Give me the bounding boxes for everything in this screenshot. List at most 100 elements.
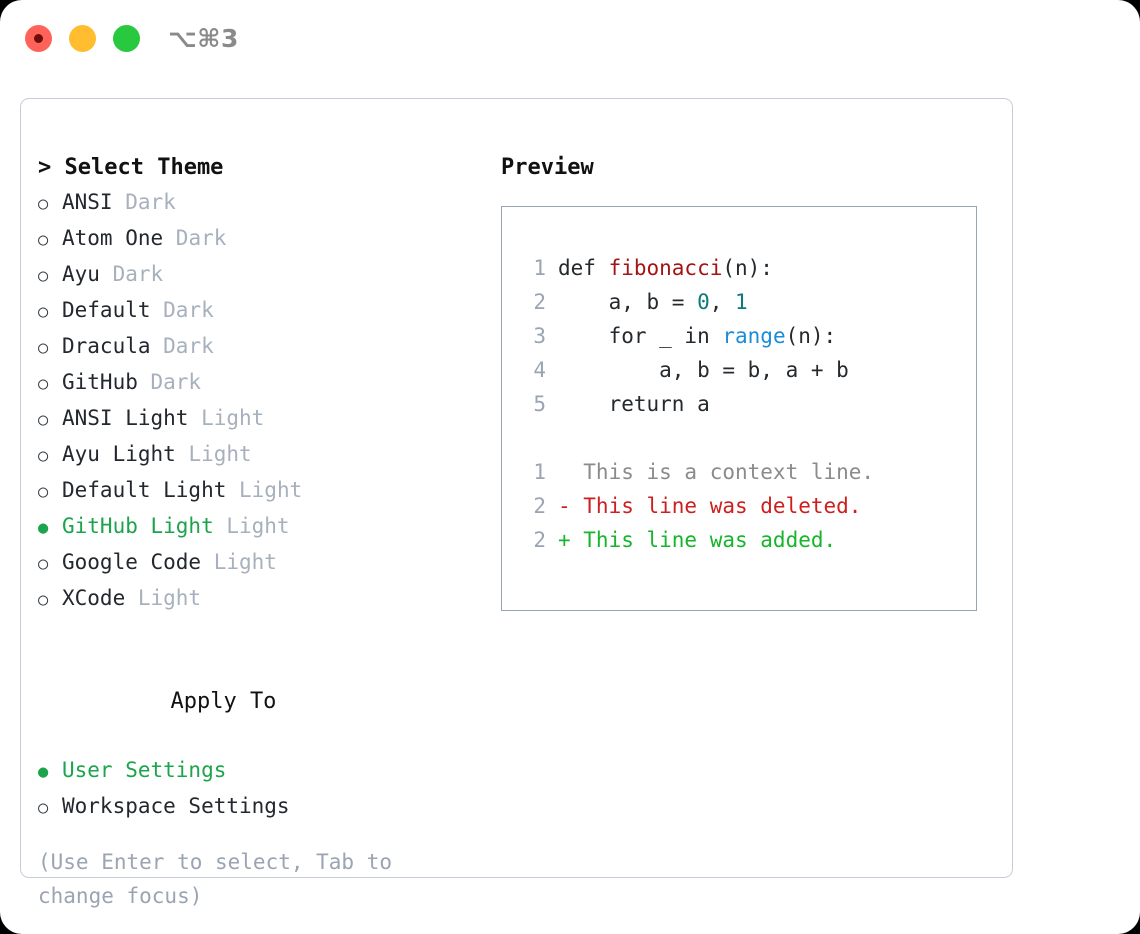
code-token-plain: (n): — [785, 324, 837, 348]
theme-option-name: Dracula — [62, 334, 151, 358]
theme-option-row[interactable]: ○ GitHub Dark — [38, 365, 488, 401]
diff-line: 2 - This line was deleted. — [522, 489, 976, 523]
theme-option-tag: Dark — [150, 334, 214, 358]
zoom-button[interactable] — [113, 25, 140, 52]
radio-selected-icon: ● — [38, 762, 49, 782]
apply-to-heading: Apply To — [38, 651, 488, 753]
line-number: 2 — [533, 494, 546, 518]
theme-option-name: Ayu — [62, 262, 100, 286]
theme-option-tag: Dark — [163, 226, 227, 250]
title-bar: ⌥⌘3 — [0, 0, 1140, 78]
theme-option-row[interactable]: ○ Default Light Light — [38, 473, 488, 509]
theme-option-tag: Dark — [112, 190, 176, 214]
diff-line-text-ctx: This is a context line. — [558, 460, 875, 484]
apply-to-label — [144, 689, 171, 714]
theme-option-name: Ayu Light — [62, 442, 176, 466]
apply-to-list: ● User Settings ○ Workspace Settings — [38, 753, 488, 825]
diff-sample: 1 This is a context line. 2 - This line wa… — [522, 455, 976, 557]
line-number: 2 — [533, 528, 546, 552]
apply-to-option-name: User Settings — [62, 758, 227, 782]
minimize-button[interactable] — [69, 25, 96, 52]
code-line: 1 def fibonacci(n): — [522, 251, 976, 285]
apply-to-option-row[interactable]: ● User Settings — [38, 753, 488, 789]
theme-option-tag: Dark — [99, 262, 164, 286]
line-number: 2 — [533, 290, 546, 314]
theme-option-tag: Light — [226, 478, 303, 502]
code-token-plain: a, b = — [558, 290, 698, 314]
theme-option-name: GitHub — [62, 370, 138, 394]
code-token-fn: fibonacci — [608, 256, 723, 280]
theme-option-row[interactable]: ● GitHub Light Light — [38, 509, 488, 545]
diff-line-text-del: - This line was deleted. — [558, 494, 862, 518]
radio-unselected-icon: ○ — [38, 482, 49, 502]
radio-selected-icon: ● — [38, 518, 49, 538]
theme-option-name: ANSI — [62, 190, 113, 214]
line-number: 5 — [533, 392, 546, 416]
theme-option-name: Default Light — [62, 478, 227, 502]
theme-option-tag: Light — [175, 442, 252, 466]
theme-option-tag: Light — [188, 406, 265, 430]
diff-line-text-add: + This line was added. — [558, 528, 837, 552]
code-line: 5 return a — [522, 387, 976, 421]
code-line: 4 a, b = b, a + b — [522, 353, 976, 387]
apply-to-text: Apply To — [170, 689, 277, 714]
code-line: 3 for _ in range(n): — [522, 319, 976, 353]
theme-option-name: Default — [62, 298, 151, 322]
radio-unselected-icon: ○ — [38, 590, 49, 610]
preview-heading: Preview — [501, 155, 594, 180]
theme-option-tag: Light — [213, 514, 290, 538]
code-token-plain: return a — [558, 392, 710, 416]
theme-option-row[interactable]: ○Dracula Dark — [38, 329, 488, 365]
list-spacer — [38, 617, 488, 651]
diff-line: 1 This is a context line. — [522, 455, 976, 489]
code-token-num: 0 — [697, 290, 710, 314]
radio-unselected-icon: ○ — [38, 554, 49, 574]
code-token-plain: , — [709, 290, 736, 314]
theme-list: ○ ANSI Dark ○ Atom One Dark ○ Ayu Dark ○ Defaul… — [38, 185, 488, 617]
diff-line: 2 + This line was added. — [522, 523, 976, 557]
code-token-plain: (n): — [722, 256, 773, 280]
theme-option-row[interactable]: ○ Ayu Dark — [38, 257, 488, 293]
radio-unselected-icon: ○ — [38, 230, 49, 250]
theme-option-row[interactable]: ○ Atom One Dark — [38, 221, 488, 257]
theme-option-name: GitHub Light — [62, 514, 214, 538]
radio-unselected-icon: ○ — [38, 798, 49, 818]
keyboard-shortcut-label: ⌥⌘3 — [168, 24, 239, 53]
theme-option-row[interactable]: ○ Google Code Light — [38, 545, 488, 581]
theme-option-name: Google Code — [62, 550, 202, 574]
theme-option-tag: Dark — [137, 370, 202, 394]
theme-option-tag: Light — [125, 586, 202, 610]
code-token-call: range — [722, 324, 786, 348]
theme-option-tag: Light — [201, 550, 277, 574]
content-panel: > Select Theme ○ANSI Dark○Atom One Dark○… — [20, 98, 1013, 908]
apply-to-option-name: Workspace Settings — [62, 794, 290, 818]
radio-unselected-icon: ○ — [38, 266, 49, 286]
radio-unselected-icon: ○ — [38, 302, 49, 322]
code-token-num: 1 — [735, 290, 748, 314]
line-number: 4 — [533, 358, 546, 382]
theme-option-name: ANSI Light — [62, 406, 189, 430]
line-number: 3 — [533, 324, 546, 348]
theme-option-row[interactable]: ○ ANSI Dark — [38, 185, 488, 221]
close-icon — [34, 34, 43, 43]
radio-unselected-icon: ○ — [38, 194, 49, 214]
theme-option-row[interactable]: ○Ayu Light Light — [38, 437, 488, 473]
radio-unselected-icon: ○ — [38, 410, 49, 430]
theme-option-tag: Dark — [150, 298, 214, 322]
code-line: 2 a, b = 0, 1 — [522, 285, 976, 319]
apply-to-option-row[interactable]: ○ Workspace Settings — [38, 789, 488, 825]
code-token-plain: def — [558, 256, 609, 280]
select-theme-heading: > Select Theme — [38, 155, 224, 180]
theme-option-name: Atom One — [62, 226, 164, 250]
theme-option-row[interactable]: ○ Default Dark — [38, 293, 488, 329]
theme-option-row[interactable]: ○ ANSI Light Light — [38, 401, 488, 437]
line-number: 1 — [533, 460, 546, 484]
close-button[interactable] — [25, 25, 52, 52]
line-number: 1 — [533, 256, 546, 280]
radio-unselected-icon: ○ — [38, 374, 49, 394]
theme-option-row[interactable]: ○XCode Light — [38, 581, 488, 617]
